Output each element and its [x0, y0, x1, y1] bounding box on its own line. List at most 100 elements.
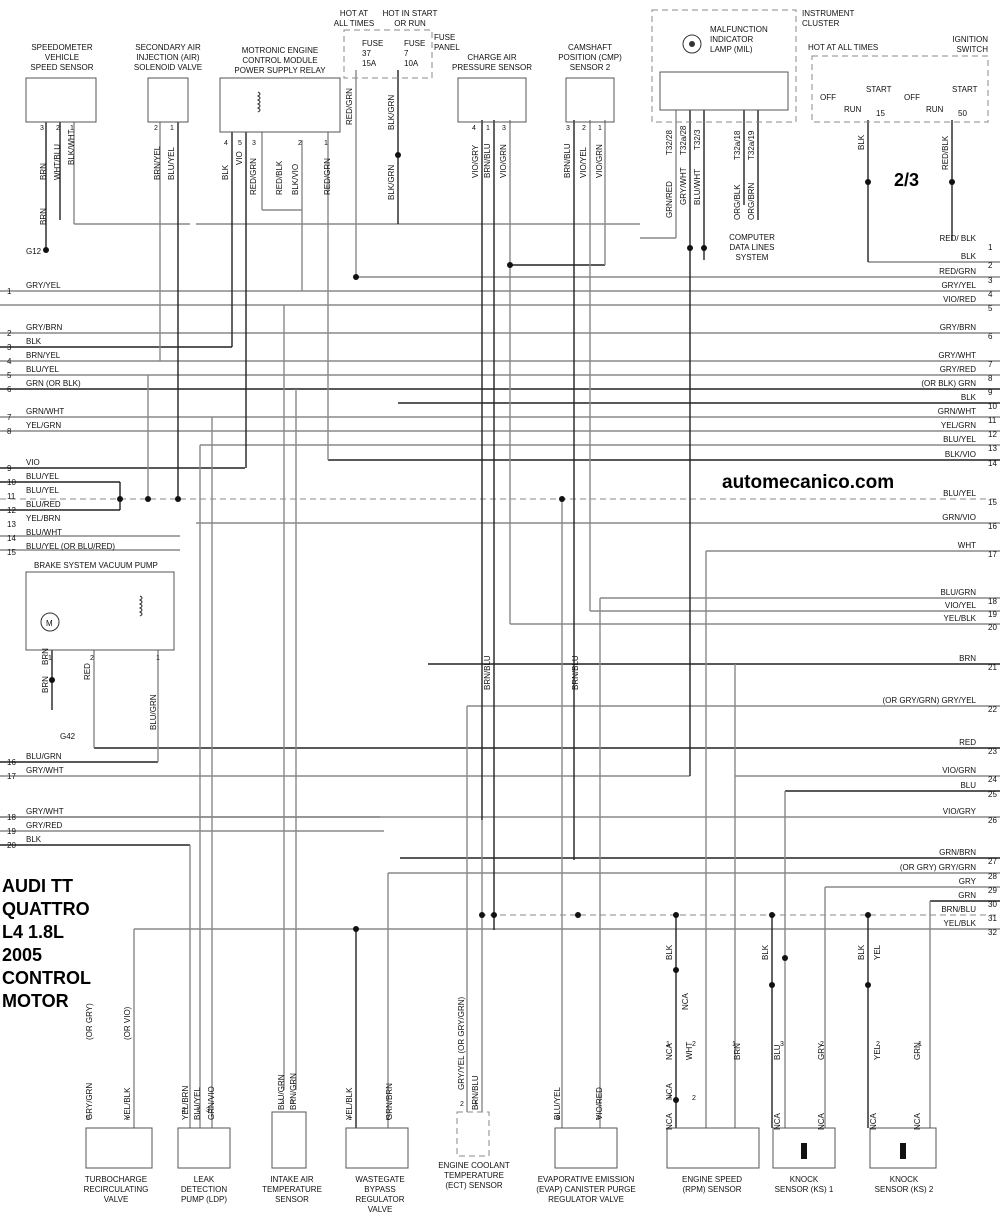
pin-number: 1: [474, 1101, 478, 1108]
title-line: MOTOR: [2, 991, 69, 1011]
vertical-wire-label: GRN/RED: [665, 181, 674, 218]
right-wire-label: GRN/VIO: [942, 513, 976, 522]
charge-air-label: CHARGE AIR: [467, 53, 517, 62]
relay-label: CONTROL MODULE: [242, 56, 317, 65]
ground-label: G42: [60, 732, 76, 741]
mil-label: LAMP (MIL): [710, 45, 753, 54]
pin-number: 5: [86, 1115, 90, 1122]
vertical-wire-label: BLK: [761, 944, 770, 960]
left-wire-label: GRN (OR BLK): [26, 379, 81, 388]
vertical-wire-label: RED/BLK: [941, 135, 950, 170]
left-wire-label: BLU/YEL: [26, 486, 59, 495]
charge-air-label: PRESSURE SENSOR: [452, 63, 532, 72]
mil-label: INDICATOR: [710, 35, 753, 44]
rpm-sensor-label: (RPM) SENSOR: [682, 1185, 741, 1194]
fuse-7-label: FUSE: [404, 39, 425, 48]
left-wire-number: 8: [7, 427, 12, 436]
vertical-wire-label: BRN/BLU: [483, 655, 492, 690]
vertical-wire-label: BLU/GRN: [149, 694, 158, 730]
left-wire-label: BLU/GRN: [26, 752, 62, 761]
right-wire-number: 24: [988, 775, 997, 784]
right-wire-label: BLU/YEL: [943, 489, 976, 498]
fuse-37-label: 15A: [362, 59, 377, 68]
pin-number: 1: [70, 125, 74, 132]
hot-start-label: OR RUN: [394, 19, 426, 28]
pin-number: 1: [918, 1041, 922, 1048]
vertical-wire-label: (OR VIO): [123, 1006, 132, 1040]
vertical-wire-label: BRN/BLU: [563, 143, 572, 178]
ignition-switch-label: IGNITION: [952, 35, 988, 44]
leak-pump-label: LEAK: [194, 1175, 215, 1184]
turbo-valve-label: VALVE: [104, 1195, 129, 1204]
right-wire-number: 12: [988, 430, 997, 439]
right-wire-number: 2: [988, 261, 993, 270]
left-wire-number: 13: [7, 520, 16, 529]
left-wire-number: 3: [7, 343, 12, 352]
vertical-wire-label: NCA: [913, 1112, 922, 1130]
left-wire-label: VIO: [26, 458, 40, 467]
vertical-wire-label: BLK: [857, 944, 866, 960]
right-wire-label: GRY/WHT: [938, 351, 976, 360]
pin-number: 3: [206, 1107, 210, 1114]
right-wire-number: 25: [988, 790, 997, 799]
vertical-wire-label: ORG/BLK: [733, 184, 742, 220]
right-wire-number: 9: [988, 388, 993, 397]
right-wire-label: BLU/YEL: [943, 435, 976, 444]
fuse-7-label: 7: [404, 49, 409, 58]
right-wire-label: BRN/BLU: [941, 905, 976, 914]
ect-sensor-label: TEMPERATURE: [444, 1171, 504, 1180]
right-wire-number: 28: [988, 872, 997, 881]
camshaft-label: POSITION (CMP): [558, 53, 622, 62]
title-line: QUATTRO: [2, 899, 90, 919]
ecm-pin-label: T32a/28: [679, 125, 688, 155]
pin-number: 1: [156, 655, 160, 662]
vertical-wire-label: VIO/GRY: [471, 144, 480, 178]
pin-number: 2: [692, 1041, 696, 1048]
camshaft-label: SENSOR 2: [570, 63, 611, 72]
vertical-wire-label: NCA: [665, 1082, 674, 1100]
left-wire-label: GRY/YEL: [26, 281, 61, 290]
vertical-wire-label: VIO/GRN: [499, 144, 508, 178]
svg-text:M: M: [46, 619, 53, 628]
vertical-wire-label: GRY: [817, 1042, 826, 1060]
left-wire-number: 12: [7, 506, 16, 515]
left-wire-label: BLU/YEL: [26, 472, 59, 481]
speed-sensor-label: SPEED SENSOR: [30, 63, 93, 72]
pin-number: 3: [40, 125, 44, 132]
pin-number: 2: [460, 1101, 464, 1108]
pin-number: 2: [820, 1041, 824, 1048]
vertical-wire-label: BLK/GRN: [387, 95, 396, 130]
vertical-wire-label: WHT: [685, 1042, 694, 1060]
right-wire-number: 30: [988, 900, 997, 909]
turbo-valve-label: RECIRCULATING: [84, 1185, 149, 1194]
pin-number: 4: [472, 125, 476, 132]
left-wire-number: 16: [7, 758, 16, 767]
left-wire-label: BLU/YEL (OR BLU/RED): [26, 542, 115, 551]
fuse-37-label: 37: [362, 49, 371, 58]
right-wire-label: VIO/GRY: [943, 807, 977, 816]
left-wire-number: 9: [7, 464, 12, 473]
pin-number: 2: [582, 125, 586, 132]
leak-pump-label: PUMP (LDP): [181, 1195, 227, 1204]
ignition-off-label: OFF: [820, 93, 836, 102]
left-wire-labels: GRY/YEL1GRY/BRN2BLK3BRN/YEL4BLU/YEL5GRN …: [7, 281, 115, 850]
left-wire-label: GRY/WHT: [26, 766, 64, 775]
vertical-wire-label: NCA: [665, 1112, 674, 1130]
right-wire-label: GRY: [959, 877, 977, 886]
right-wire-number: 29: [988, 886, 997, 895]
right-wire-label: GRY/BRN: [940, 323, 977, 332]
right-wire-number: 6: [988, 332, 993, 341]
right-wire-number: 21: [988, 663, 997, 672]
left-wire-number: 6: [7, 385, 12, 394]
left-wire-number: 5: [7, 371, 12, 380]
wastegate-label: VALVE: [368, 1205, 393, 1214]
vertical-wire-label: GRY/YEL (OR GRY/GRN): [457, 996, 466, 1090]
vertical-wire-label: VIO/YEL: [579, 146, 588, 178]
bus-wires: [0, 261, 1000, 930]
left-wire-label: BLU/YEL: [26, 365, 59, 374]
pin-number: 1: [598, 125, 602, 132]
ignition-start-label: START: [952, 85, 978, 94]
vertical-wire-label: NCA: [681, 992, 690, 1010]
